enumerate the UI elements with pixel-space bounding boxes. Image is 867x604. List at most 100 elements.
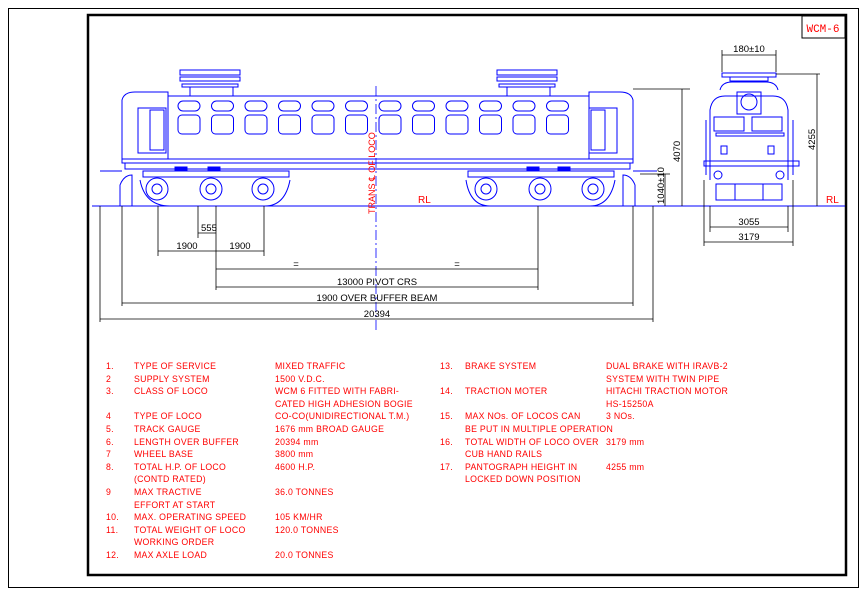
spec-label: TRACK GAUGE [134, 424, 201, 435]
spec-number: 6. [106, 436, 114, 448]
spec-label: MAX AXLE LOAD [134, 550, 208, 561]
axle-box [151, 183, 163, 195]
spec-label: TOTAL H.P. OF LOCO [134, 461, 227, 473]
window [378, 100, 402, 112]
spec-label: SUPPLY SYSTEM [134, 373, 210, 385]
window [546, 100, 569, 112]
drawing-code: WCM-6 [806, 24, 839, 36]
spec-value: MIXED TRAFFIC [275, 361, 346, 372]
spec-number: 13. [440, 361, 453, 372]
window [311, 100, 335, 112]
window [445, 100, 469, 112]
spec-label: MAX NOs. OF LOCOS CAN [465, 411, 581, 423]
window [244, 100, 268, 112]
louvre [378, 114, 402, 135]
louvre [512, 114, 536, 135]
wheel [528, 177, 552, 201]
wheel [145, 177, 169, 201]
pantograph-right [496, 69, 558, 96]
spec-number: 1. [106, 361, 114, 372]
dim-pantograph-height: 4255 [807, 129, 818, 150]
spec-label: EFFORT AT START [134, 499, 216, 511]
spec-value: 1676 mm BROAD GAUGE [275, 424, 385, 435]
spec-number: 4 [106, 411, 112, 423]
cab-right [588, 91, 634, 160]
spec-value: 4600 H.P. [275, 461, 316, 473]
dim-buffer-height: 1040±10 [656, 167, 667, 204]
window [278, 100, 301, 112]
dim-overall-length: 20394 [364, 309, 390, 320]
cab-left [121, 91, 169, 160]
spec-label: TYPE OF LOCO [134, 411, 202, 423]
spec-number: 7 [106, 449, 112, 461]
louvre [445, 114, 469, 135]
wheel [474, 177, 498, 201]
spec-number: 5. [106, 424, 114, 435]
front-dimensions [703, 50, 820, 246]
spec-number: 2 [106, 373, 112, 385]
dim-over-buffer-beam: 1900 OVER BUFFER BEAM [317, 293, 438, 304]
spec-label: TYPE OF SERVICE [134, 361, 217, 372]
spec-number: 14. [440, 386, 453, 398]
spec-value: CO-CO(UNIDIRECTIONAL T.M.) [275, 411, 410, 423]
spec-value: SYSTEM WITH TWIN PIPE [606, 373, 720, 385]
spec-value: 4255 mm [606, 461, 645, 473]
spec-label: TRACTION MOTER [465, 386, 548, 398]
spec-label: BE PUT IN MULTIPLE OPERATION [465, 424, 614, 435]
axle-box [587, 183, 599, 195]
spec-number: 3. [106, 386, 114, 398]
spec-label: TOTAL WEIGHT OF LOCO [134, 524, 246, 536]
louvre [345, 114, 368, 135]
spec-value: 1500 V.D.C. [275, 373, 325, 385]
spec-value: 3 NOs. [606, 411, 635, 423]
bogie-wheels [145, 177, 605, 201]
louvre [177, 114, 201, 135]
window [345, 100, 368, 112]
centre-line-label: TRANS ℄ OF LOCO [367, 132, 377, 214]
wheel [251, 177, 275, 201]
pantograph-left [179, 69, 241, 96]
spec-number: 17. [440, 461, 453, 473]
spec-value: WCM 6 FITTED WITH FABRI- [275, 386, 400, 398]
spec-value: 20394 mm [275, 436, 319, 448]
spec-value: 3179 mm [606, 436, 645, 448]
louvre [479, 114, 502, 135]
louvre [211, 114, 234, 135]
window [479, 100, 502, 112]
axle-box [257, 183, 269, 195]
dim-axle-spacing-b: 1900 [229, 241, 250, 252]
title-block: WCM-6 [801, 15, 846, 39]
inner-border [86, 13, 848, 577]
spec-value: CATED HIGH ADHESION BOGIE [275, 398, 413, 410]
spec-value: 105 KM/HR [275, 512, 323, 524]
spec-label: WORKING ORDER [134, 537, 215, 549]
wheel [581, 177, 605, 201]
spec-number: 12. [106, 550, 119, 561]
spec-value: HS-15250A [606, 398, 654, 410]
wheel [199, 177, 223, 201]
spec-value: 36.0 TONNES [275, 487, 334, 498]
louvre [412, 114, 435, 135]
louvre [278, 114, 301, 135]
window [412, 100, 435, 112]
spec-value: 20.0 TONNES [275, 550, 334, 561]
spec-number: 8. [106, 461, 114, 473]
spec-number: 10. [106, 512, 119, 524]
axle-box [534, 183, 546, 195]
spec-value: 3800 mm [275, 449, 314, 461]
spec-number: 9 [106, 487, 112, 498]
window [512, 100, 536, 112]
spec-label: LOCKED DOWN POSITION [465, 474, 581, 486]
axle-box [480, 183, 492, 195]
rail-level-label-front: RL [826, 195, 839, 206]
spec-label: LENGTH OVER BUFFER [134, 436, 240, 448]
locomotive-front-view [703, 72, 800, 201]
louvre [244, 114, 268, 135]
axle-box [205, 183, 217, 195]
spec-label: WHEEL BASE [134, 449, 194, 461]
spec-number: 15. [440, 411, 453, 423]
window [177, 100, 201, 112]
dim-axle-spacing-a: 1900 [176, 241, 197, 252]
spec-label: TOTAL WIDTH OF LOCO OVER [465, 436, 599, 448]
